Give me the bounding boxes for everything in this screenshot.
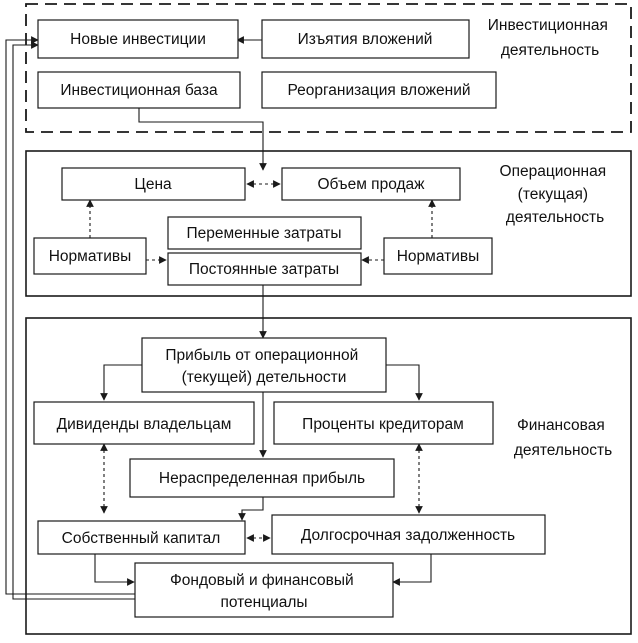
feedback-inner-line xyxy=(12,41,135,600)
equity-to-potential-arrow xyxy=(94,554,135,586)
financial-potential-box: Фондовый и финансовый потенциалы xyxy=(134,562,394,618)
svg-text:Фондовый и финансовый по: Фондовый и финансовый потенциалы xyxy=(170,572,358,611)
svg-text:Изъятия вложений: Изъятия вложений xyxy=(298,31,433,48)
operational-section-label: Операционная (текущая) деятельность xyxy=(500,163,611,226)
new-investments-box: Новые инвестиции xyxy=(37,19,239,59)
long-term-debt-box: Долгосрочная задолженность xyxy=(271,514,546,555)
svg-text:Объем продаж: Объем продаж xyxy=(317,176,425,193)
svg-text:Цена: Цена xyxy=(134,176,172,193)
feedback-outer-line xyxy=(5,36,135,595)
svg-text:Долгосрочная задолженность: Долгосрочная задолженность xyxy=(301,527,515,544)
svg-text:Нормативы: Нормативы xyxy=(49,248,132,265)
withdrawals-box: Изъятия вложений xyxy=(261,19,470,59)
svg-text:Новые инвестиции: Новые инвестиции xyxy=(70,31,206,48)
dividends-box: Дивиденды владельцам xyxy=(33,401,255,445)
svg-text:Инвестиционная база: Инвестиционная база xyxy=(60,82,218,99)
financial-section-label: Финансовая деятельность xyxy=(514,417,612,459)
svg-text:Прибыль от операционной: Прибыль от операционной (текущей) детель… xyxy=(165,347,362,386)
sales-volume-box: Объем продаж xyxy=(281,167,461,201)
norms-right-box: Нормативы xyxy=(383,237,493,275)
price-box: Цена xyxy=(61,167,246,201)
profit-to-interest-arrow xyxy=(386,364,423,401)
retained-earnings-to-equity-arrow xyxy=(238,497,264,521)
svg-text:Переменные затраты: Переменные затраты xyxy=(186,225,341,242)
interest-box: Проценты кредиторам xyxy=(273,401,494,445)
variable-costs-box: Переменные затраты xyxy=(167,216,362,250)
norms-left-box: Нормативы xyxy=(33,237,147,275)
equity-box: Собственный капитал xyxy=(37,520,246,555)
profit-to-dividends-arrow xyxy=(100,364,142,401)
investment-base-box: Инвестиционная база xyxy=(37,71,241,109)
svg-text:Собственный капитал: Собственный капитал xyxy=(62,530,221,547)
retained-earnings-box: Нераспределенная прибыль xyxy=(129,458,395,498)
reorganization-box: Реорганизация вложений xyxy=(261,71,497,109)
financial-section-frame xyxy=(25,317,632,635)
svg-text:Постоянные затраты: Постоянные затраты xyxy=(189,261,339,278)
fixed-costs-box: Постоянные затраты xyxy=(167,252,362,286)
operational-section-frame xyxy=(25,150,632,297)
svg-text:Дивиденды владельцам: Дивиденды владельцам xyxy=(57,416,232,433)
investment-section-label: Инвестиционная деятельность xyxy=(488,17,613,59)
svg-text:Проценты кредиторам: Проценты кредиторам xyxy=(302,416,464,433)
investment-section-frame xyxy=(25,3,632,133)
svg-text:Нормативы: Нормативы xyxy=(397,248,480,265)
svg-text:Реорганизация вложений: Реорганизация вложений xyxy=(287,82,470,99)
svg-text:Нераспределенная прибыль: Нераспределенная прибыль xyxy=(159,470,365,487)
operating-profit-box: Прибыль от операционной (текущей) детель… xyxy=(141,337,387,393)
debt-to-potential-arrow xyxy=(392,554,432,586)
investment-base-to-operations-arrow xyxy=(138,108,267,171)
